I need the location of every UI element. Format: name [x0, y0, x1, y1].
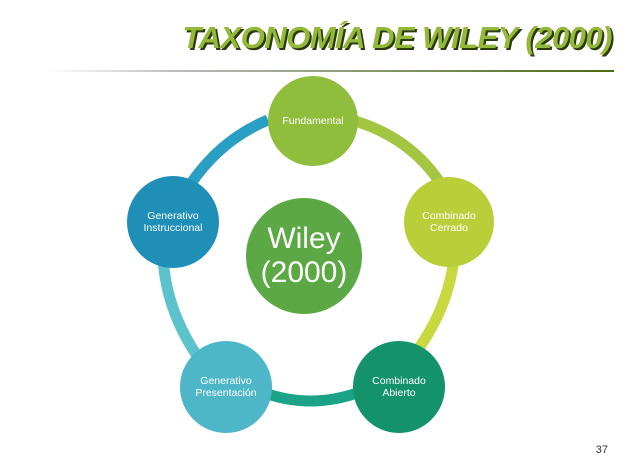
center-node-wiley: Wiley (2000) [246, 198, 362, 314]
node-combinado-abierto-label-2: Abierto [382, 387, 416, 399]
node-combinado-abierto: Combinado Abierto [353, 341, 445, 433]
title-divider [44, 70, 614, 72]
node-combinado-cerrado-label-1: Combinado [422, 210, 476, 222]
node-fundamental: Fundamental [268, 76, 358, 166]
ring-arc-abierto-to-presentacion [260, 386, 362, 407]
node-combinado-cerrado: Combinado Cerrado [404, 177, 494, 267]
node-generativo-presentacion: Generativo Presentación [180, 341, 272, 433]
center-label-1: Wiley [267, 222, 341, 255]
node-fundamental-label-1: Fundamental [282, 115, 344, 127]
node-generativo-instruccional-label-2: Instruccional [143, 222, 203, 234]
center-label-2: (2000) [260, 256, 348, 289]
node-generativo-instruccional-label-1: Generativo [147, 210, 199, 222]
node-combinado-cerrado-label-2: Cerrado [430, 222, 468, 234]
node-generativo-presentacion-label-2: Presentación [195, 387, 257, 399]
slide-title: TAXONOMÍA DE WILEY (2000) [182, 20, 612, 55]
node-combinado-abierto-label-1: Combinado [372, 375, 426, 387]
node-generativo-instruccional: Generativo Instruccional [127, 176, 219, 268]
node-generativo-presentacion-label-1: Generativo [200, 375, 252, 387]
page-number: 37 [595, 444, 608, 456]
ring-arc-presentacion-to-instruccional [157, 254, 205, 364]
ring-arc-instruccional-to-fundamental [185, 114, 271, 189]
